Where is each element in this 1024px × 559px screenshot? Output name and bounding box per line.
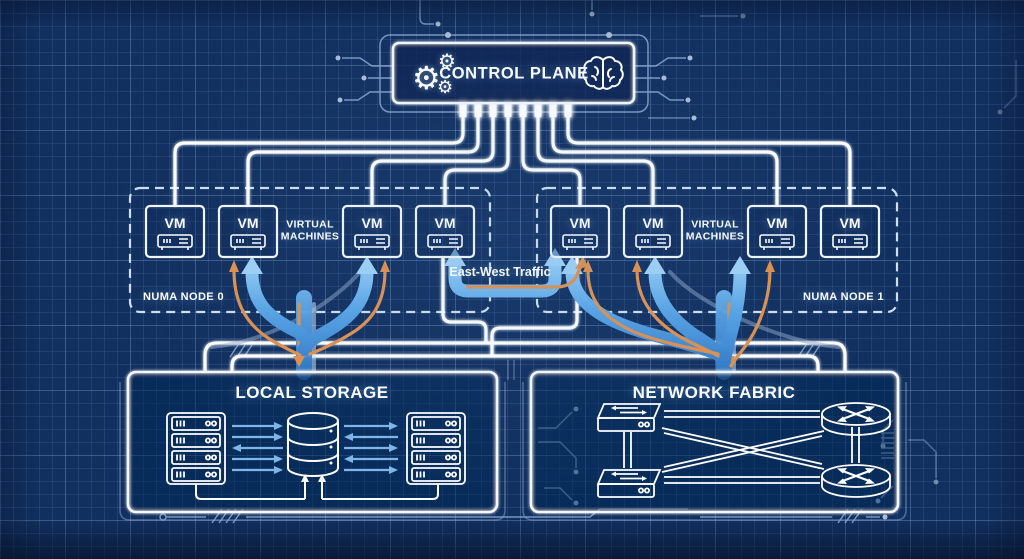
east-west-traffic-label: East-West Traffic bbox=[449, 265, 551, 279]
vm-label: VM bbox=[766, 215, 788, 231]
gear-icon: ⚙ bbox=[438, 51, 456, 73]
vm-boxes bbox=[144, 204, 881, 259]
vm-label: VM bbox=[839, 215, 861, 231]
network-fabric-title: NETWORK FABRIC bbox=[632, 383, 796, 402]
numa-node-0-label: NUMA NODE 0 bbox=[143, 291, 224, 303]
gear-icon: ⚙ bbox=[437, 77, 454, 97]
vm-label: VM bbox=[642, 215, 664, 231]
local-storage-title: LOCAL STORAGE bbox=[235, 383, 389, 402]
control-plane-title: CONTROL PLANE bbox=[439, 64, 589, 83]
virtual-machines-label: VIRTUAL MACHINES bbox=[685, 218, 745, 242]
vm-label: VM bbox=[164, 215, 186, 231]
vm-label: VM bbox=[434, 215, 456, 231]
control-plane-fanout-lines bbox=[173, 106, 852, 206]
vm-label: VM bbox=[569, 215, 591, 231]
vm-label: VM bbox=[361, 215, 383, 231]
virtual-machines-label: VIRTUAL MACHINES bbox=[280, 218, 340, 242]
vm-label: VM bbox=[237, 215, 259, 231]
numa-node-1-label: NUMA NODE 1 bbox=[803, 291, 884, 303]
